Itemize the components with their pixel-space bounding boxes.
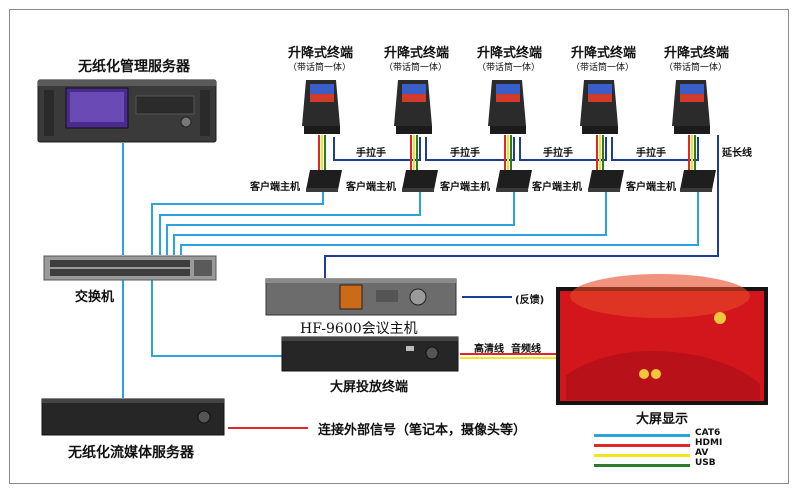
hand-pull-link-2 [425,137,515,161]
terminal-cables-3 [504,135,512,172]
external-signal-label: 连接外部信号（笔记本，摄像头等） [318,423,527,438]
network-switch-device [43,255,217,281]
big-screen-display-label: 大屏显示 [636,412,689,427]
legend-item-cat6: CAT6 [594,428,744,440]
lift-terminal-icon [394,80,432,134]
client-host-label: 客户端主机 [440,182,490,193]
extension-cable [324,135,719,278]
cat6-client-2 [159,192,421,255]
extension-cable-label: 延长线 [722,148,752,159]
streaming-server-label: 无纸化流媒体服务器 [68,445,194,461]
cat6-client-5 [180,192,699,255]
cat6-client-3 [166,192,515,255]
diagram-frame [9,9,789,484]
hand-pull-label: 手拉手 [356,148,386,159]
terminal-cables-5 [688,135,696,172]
hand-pull-label: 手拉手 [636,148,666,159]
audio-cable-label: 音频线 [511,344,541,355]
terminal-subtitle: （带话筒一体） [288,63,352,73]
client-host-icon [588,170,624,192]
mgmt-server-device [37,79,217,143]
cat6-client-1 [151,192,324,255]
lift-terminal-icon [488,80,526,134]
client-host-icon [402,170,438,192]
conference-host-label: HF-9600会议主机 [300,321,418,337]
hand-pull-label: 手拉手 [450,148,480,159]
legend-label: USB [695,458,716,468]
hand-pull-label: 手拉手 [543,148,573,159]
terminal-title: 升降式终端 [384,46,450,61]
legend-label: HDMI [695,438,723,448]
terminal-cables-2 [410,135,418,172]
lift-terminal-icon [302,80,340,134]
client-host-icon [496,170,532,192]
streaming-server-device [41,398,225,436]
client-host-icon [306,170,342,192]
client-host-label: 客户端主机 [626,182,676,193]
legend-swatch [594,464,690,467]
legend-swatch [594,454,690,457]
switch-label: 交换机 [75,290,115,305]
client-host-icon [680,170,716,192]
feedback-label: (反馈) [515,295,545,306]
client-host-label: 客户端主机 [532,182,582,193]
big-screen-terminal-device [281,336,459,372]
cat6-client-4 [173,192,607,255]
client-host-label: 客户端主机 [346,182,396,193]
hand-pull-link-3 [519,137,607,161]
legend-item-hdmi: HDMI [594,438,744,450]
legend-swatch [594,444,690,447]
legend-item-usb: USB [594,458,744,470]
mgmt-server-label: 无纸化管理服务器 [78,59,190,75]
terminal-title: 升降式终端 [571,46,637,61]
terminal-title: 升降式终端 [288,46,354,61]
hand-pull-link-4 [611,137,699,161]
legend-item-av: AV [594,448,744,460]
conference-host-device [265,278,457,316]
terminal-subtitle: （带话筒一体） [477,63,541,73]
legend-label: CAT6 [695,428,721,438]
cat6-switch-bigterm [151,280,282,357]
legend-swatch [594,434,690,437]
terminal-title: 升降式终端 [664,46,730,61]
big-screen-display-device [556,274,768,405]
terminal-subtitle: （带话筒一体） [571,63,635,73]
lift-terminal-icon [580,80,618,134]
lift-terminal-icon [672,80,710,134]
terminal-subtitle: （带话筒一体） [384,63,448,73]
hd-cable-label: 高清线 [474,344,504,355]
legend-label: AV [695,448,709,458]
terminal-cables-1 [318,135,326,172]
terminal-subtitle: （带话筒一体） [664,63,728,73]
hand-pull-link-1 [333,137,421,161]
big-screen-terminal-label: 大屏投放终端 [330,380,409,395]
client-host-label: 客户端主机 [250,182,300,193]
terminal-title: 升降式终端 [477,46,543,61]
terminal-cables-4 [596,135,604,172]
